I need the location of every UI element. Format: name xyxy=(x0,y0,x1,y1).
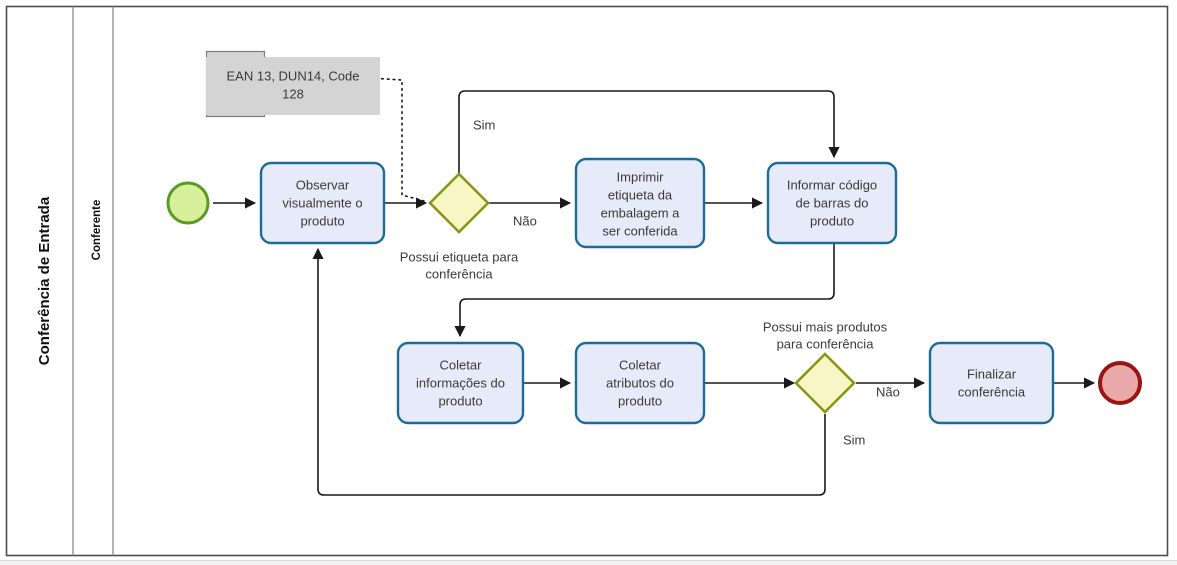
flow-label-gateway1-nao: Não xyxy=(513,213,537,228)
task-finalizar-conferencia[interactable]: Finalizar conferência xyxy=(928,341,1055,425)
flow-informar-to-coletar-informacoes xyxy=(454,243,835,338)
gateway-diamond[interactable] xyxy=(794,352,856,414)
gateway-label-line-1: Possui mais produtos xyxy=(763,319,888,334)
task-label-line-1: Observar xyxy=(296,177,350,192)
end-event[interactable] xyxy=(1098,361,1142,405)
task-box[interactable] xyxy=(928,341,1055,425)
pool-conferencia-de-entrada: Conferência de Entrada xyxy=(5,5,1169,557)
task-label-line-2: de barras do xyxy=(796,195,869,210)
task-label-line-1: Informar código xyxy=(787,177,877,192)
task-box[interactable] xyxy=(396,341,525,425)
association-annotation-to-gateway1 xyxy=(369,77,425,202)
task-label-line-3: produto xyxy=(810,213,854,228)
gateway-possui-etiqueta-para-conferencia[interactable]: Possui etiqueta para conferência xyxy=(400,172,519,281)
task-box[interactable] xyxy=(259,161,386,245)
lane-title: Conferente xyxy=(91,200,103,261)
flow-label-gateway2-nao: Não xyxy=(876,384,900,399)
start-event-circle[interactable] xyxy=(166,181,210,225)
task-label-line-2: atributos do xyxy=(606,375,674,390)
task-label-line-1: Coletar xyxy=(619,357,662,372)
task-informar-codigo-de-barras-do-produto[interactable]: Informar código de barras do produto xyxy=(766,161,898,245)
flow-gateway2-sim-loop-to-observar xyxy=(312,247,826,496)
task-label-line-1: Coletar xyxy=(440,357,483,372)
task-imprimir-etiqueta-da-embalagem-a-ser-conferida[interactable]: Imprimir etiqueta da embalagem a ser con… xyxy=(574,157,706,249)
task-label-line-2: visualmente o xyxy=(282,195,362,210)
sequence-flows xyxy=(213,90,1096,496)
end-event-circle[interactable] xyxy=(1098,361,1142,405)
task-label-line-3: produto xyxy=(618,393,662,408)
task-label-line-3: embalagem a xyxy=(601,205,681,220)
gateway-diamond[interactable] xyxy=(428,172,490,234)
gateway-label-line-2: conferência xyxy=(425,266,493,281)
task-observar-visualmente-o-produto[interactable]: Observar visualmente o produto xyxy=(259,161,386,245)
flow-label-gateway2-sim: Sim xyxy=(843,432,865,447)
task-label-line-1: Imprimir xyxy=(617,169,665,184)
task-label-line-1: Finalizar xyxy=(967,366,1017,381)
gateway-possui-mais-produtos-para-conferencia[interactable]: Possui mais produtos para conferência xyxy=(763,319,888,414)
data-annotation-barcode-standards: EAN 13, DUN14, Code 128 xyxy=(205,50,380,118)
task-label-line-2: etiqueta da xyxy=(608,187,673,202)
task-coletar-informacoes-do-produto[interactable]: Coletar informações do produto xyxy=(396,341,525,425)
lane-conferente: Conferente xyxy=(91,6,114,556)
gateway-label-line-1: Possui etiqueta para xyxy=(400,249,519,264)
task-label-line-2: informações do xyxy=(416,375,505,390)
pool-title: Conferência de Entrada xyxy=(36,196,53,365)
task-box[interactable] xyxy=(574,157,706,249)
flow-label-gateway1-sim: Sim xyxy=(473,117,495,132)
task-label-line-3: produto xyxy=(300,213,344,228)
task-label-line-3: produto xyxy=(438,393,482,408)
gateway-label-line-2: para conferência xyxy=(777,336,875,351)
task-box[interactable] xyxy=(766,161,898,245)
start-event[interactable] xyxy=(166,181,210,225)
task-coletar-atributos-do-produto[interactable]: Coletar atributos do produto xyxy=(574,341,706,425)
annotation-text-line-2: 128 xyxy=(282,86,304,101)
task-label-line-4: ser conferida xyxy=(602,223,678,238)
dotted-association-line xyxy=(369,77,425,202)
annotation-text-line-1: EAN 13, DUN14, Code xyxy=(227,68,360,83)
annotation-box xyxy=(206,57,380,115)
flow-gateway1-sim-to-informar xyxy=(458,90,840,176)
task-box[interactable] xyxy=(574,341,706,425)
task-label-line-2: conferência xyxy=(958,384,1026,399)
